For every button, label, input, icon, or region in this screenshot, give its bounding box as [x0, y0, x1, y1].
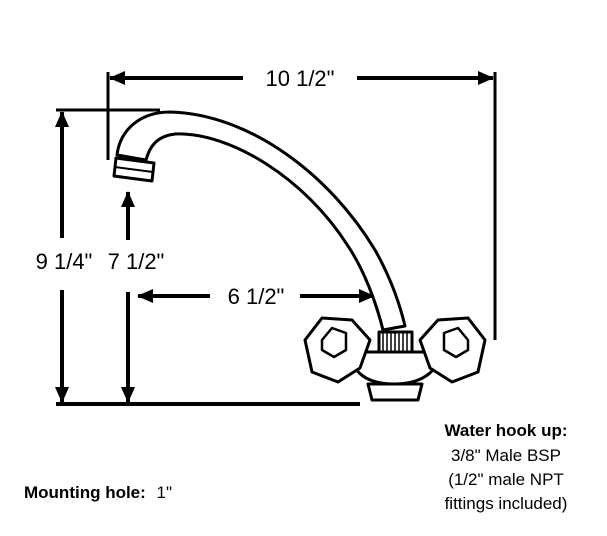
- reach-label: 6 1/2": [228, 284, 285, 309]
- water-hookup-line2: (1/2" male NPT: [448, 470, 564, 489]
- width-dimension-label: 10 1/2": [266, 66, 335, 91]
- water-hookup-title: Water hook up:: [444, 421, 567, 440]
- left-handle-cap: [320, 326, 348, 359]
- mounting-hole-note: Mounting hole: 1": [24, 483, 172, 502]
- water-hookup-line1: 3/8" Male BSP: [451, 446, 561, 465]
- collar-knurl: [382, 333, 408, 351]
- aerator-ring: [114, 166, 154, 173]
- faucet-illustration: [112, 110, 487, 402]
- mounting-hole-value: 1": [157, 483, 173, 502]
- faucet-foot: [366, 382, 424, 402]
- spout: [115, 110, 407, 332]
- total-height-label: 9 1/4": [36, 249, 93, 274]
- spout-height-label: 7 1/2": [108, 249, 165, 274]
- mounting-hole-label: Mounting hole:: [24, 483, 146, 502]
- right-handle-cap: [442, 326, 470, 359]
- water-hookup-line3: fittings included): [445, 494, 568, 513]
